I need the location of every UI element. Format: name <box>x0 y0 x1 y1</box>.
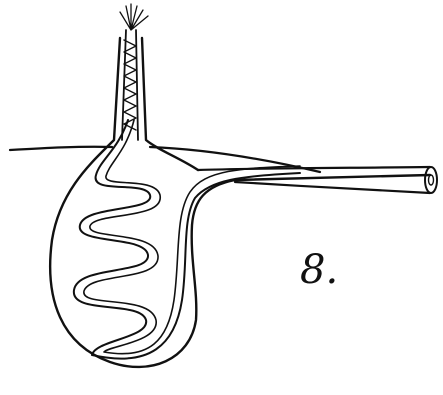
duct-bottom <box>235 182 430 193</box>
coiled-tubule-outer <box>74 120 300 359</box>
hair-tuft <box>120 4 148 30</box>
duct-opening <box>425 167 437 193</box>
neck-braid <box>124 40 136 130</box>
figure-number-label: 8. <box>300 250 338 290</box>
gland-body-outline <box>50 38 430 367</box>
duct-lumen <box>429 175 434 185</box>
